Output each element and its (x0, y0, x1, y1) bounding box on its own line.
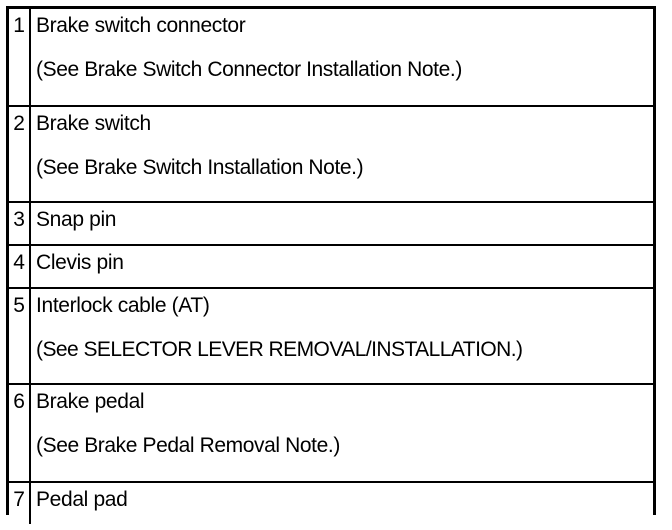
row-number: 4 (13, 251, 25, 274)
row-description-cell: Pedal pad (31, 483, 653, 524)
row-number-cell: 2 (9, 107, 31, 201)
row-description-cell: Snap pin (31, 203, 653, 244)
table-row: 1 Brake switch connector (See Brake Swit… (9, 9, 653, 107)
table-row: 5 Interlock cable (AT) (See SELECTOR LEV… (9, 289, 653, 385)
row-description-cell: Brake switch connector (See Brake Switch… (31, 9, 653, 105)
row-number-cell: 7 (9, 483, 31, 524)
part-note: (See SELECTOR LEVER REMOVAL/INSTALLATION… (36, 338, 523, 361)
table-row: 3 Snap pin (9, 203, 653, 246)
table-row: 7 Pedal pad (9, 483, 653, 524)
row-number: 3 (13, 208, 25, 231)
row-number-cell: 5 (9, 289, 31, 383)
part-name: Brake switch connector (36, 14, 246, 37)
row-description-cell: Brake pedal (See Brake Pedal Removal Not… (31, 385, 653, 481)
table-row: 2 Brake switch (See Brake Switch Install… (9, 107, 653, 203)
row-description-cell: Interlock cable (AT) (See SELECTOR LEVER… (31, 289, 653, 383)
row-number: 7 (13, 488, 25, 511)
table-row: 6 Brake pedal (See Brake Pedal Removal N… (9, 385, 653, 483)
row-description-cell: Brake switch (See Brake Switch Installat… (31, 107, 653, 201)
part-name: Clevis pin (36, 251, 124, 274)
table-row: 4 Clevis pin (9, 246, 653, 289)
part-name: Brake switch (36, 112, 151, 135)
part-note: (See Brake Switch Connector Installation… (36, 58, 462, 81)
part-name: Pedal pad (36, 488, 128, 511)
parts-table: 1 Brake switch connector (See Brake Swit… (6, 6, 656, 524)
part-name: Interlock cable (AT) (36, 294, 210, 317)
part-name: Snap pin (36, 208, 117, 231)
part-name: Brake pedal (36, 390, 145, 413)
row-number: 6 (13, 390, 25, 413)
row-number-cell: 3 (9, 203, 31, 244)
row-number: 1 (13, 14, 25, 37)
part-note: (See Brake Switch Installation Note.) (36, 156, 364, 179)
row-number-cell: 1 (9, 9, 31, 105)
row-number-cell: 6 (9, 385, 31, 481)
part-note: (See Brake Pedal Removal Note.) (36, 434, 340, 457)
row-number: 2 (13, 112, 25, 135)
row-number-cell: 4 (9, 246, 31, 287)
row-description-cell: Clevis pin (31, 246, 653, 287)
row-number: 5 (13, 294, 25, 317)
